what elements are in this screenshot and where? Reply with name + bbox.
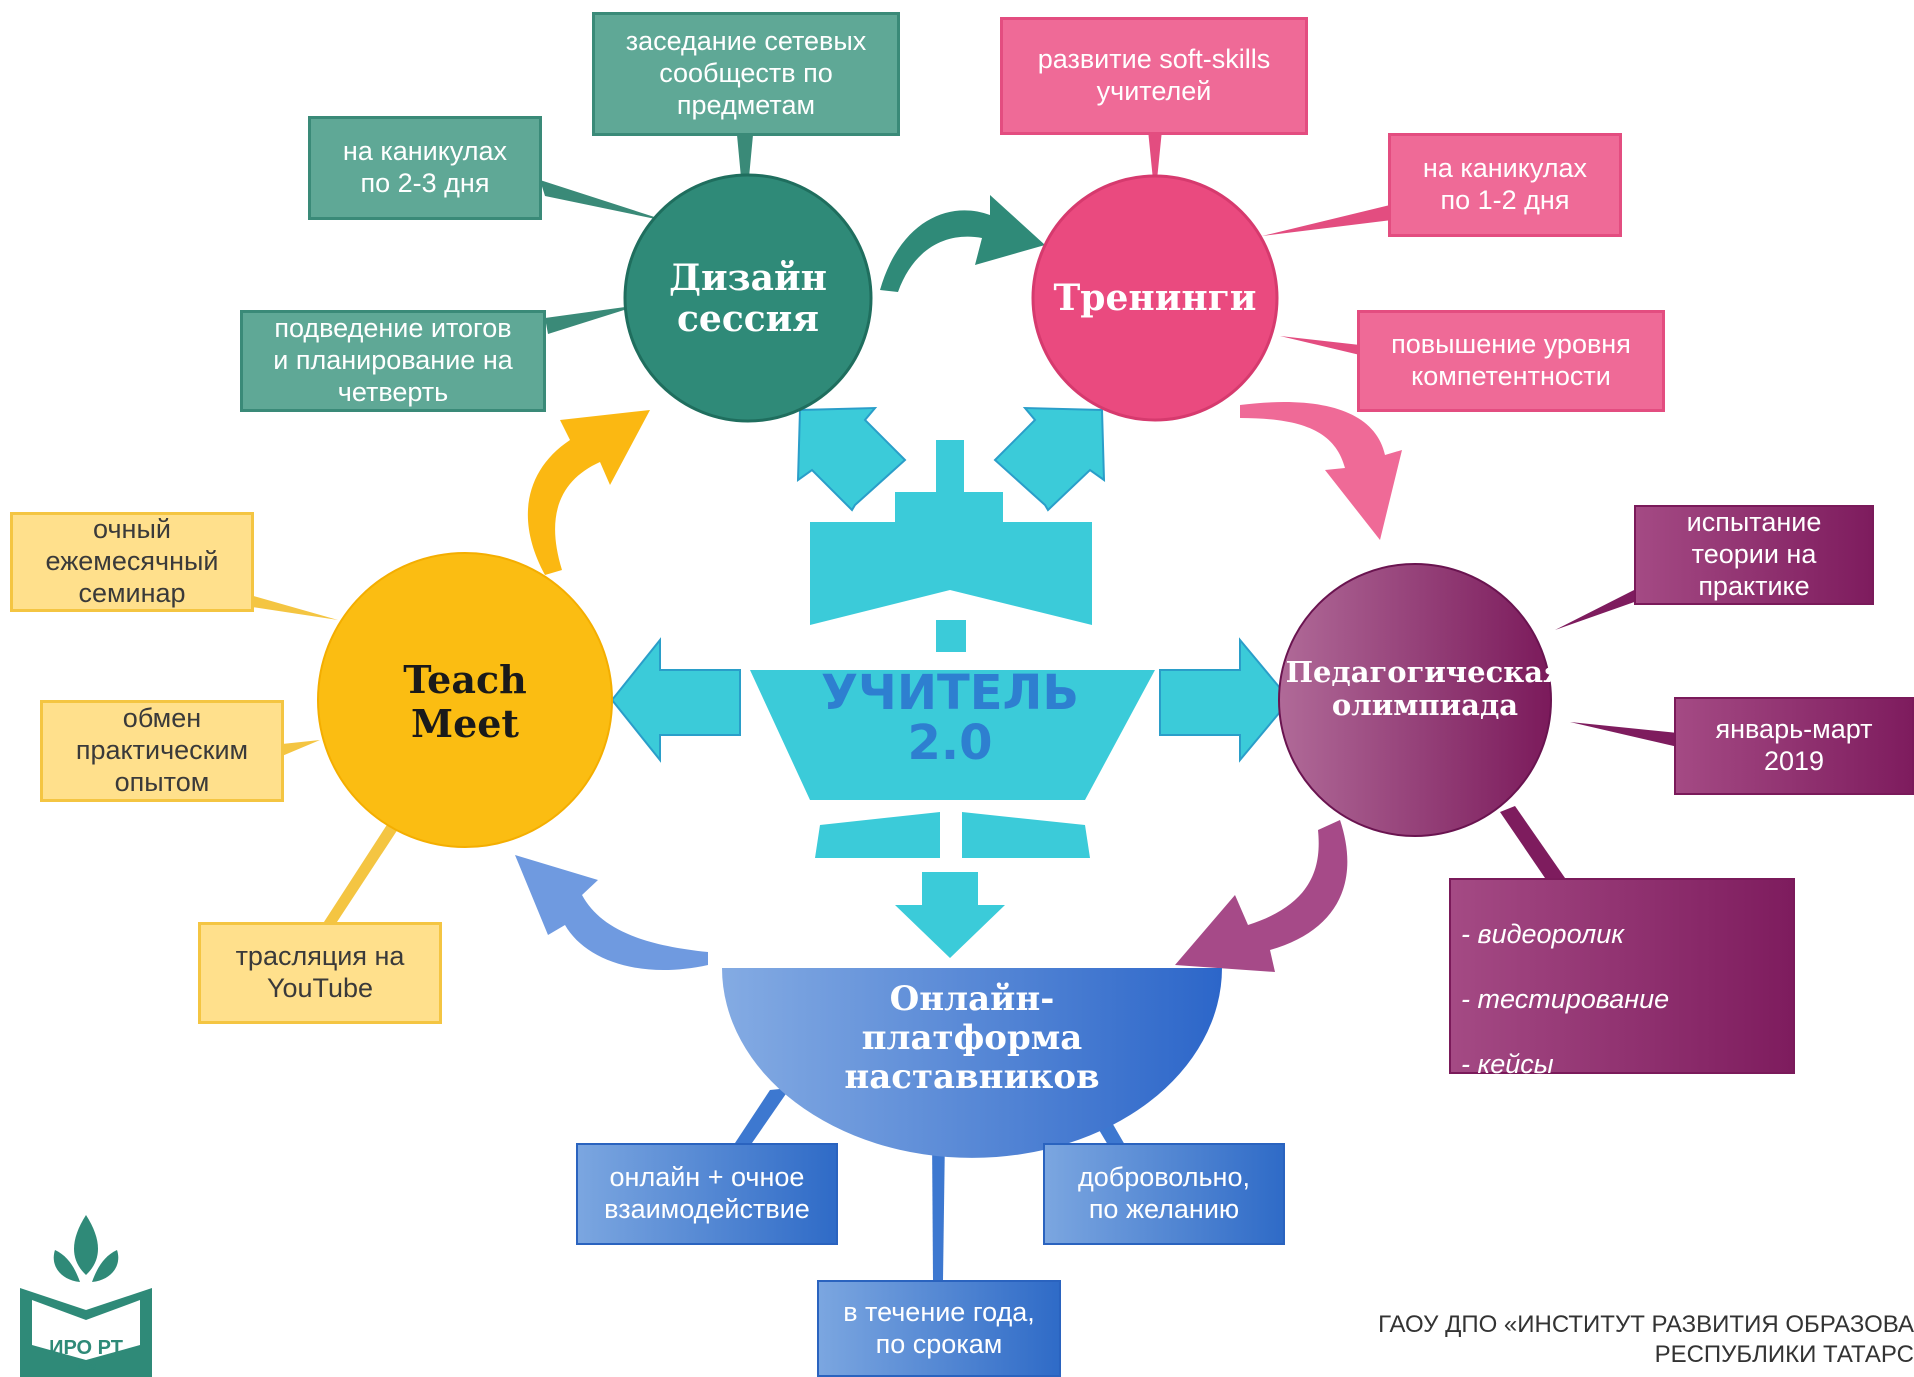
connector-design-holidays <box>540 180 670 222</box>
olympiad-list-item: - урок не по предмету <box>1461 1178 1745 1209</box>
connector-olympiad-test <box>1555 588 1640 630</box>
connector-design-summary <box>545 305 640 334</box>
arrow-design-to-trainings <box>880 195 1045 292</box>
olympiad-list-box: - видеоролик - тестирование - кейсы - де… <box>1449 878 1795 1209</box>
connector-olympiad-list <box>1500 806 1565 878</box>
platform-voluntary-box: добровольно, по желанию <box>1043 1143 1285 1245</box>
center-title: УЧИТЕЛЬ 2.0 <box>821 665 1079 772</box>
node-platform-bowl <box>722 968 1222 1158</box>
logo-year: 1928 <box>75 1362 97 1372</box>
arrow-platform-to-teachmeet <box>515 855 708 971</box>
connector-teachmeet-exchange <box>282 740 320 756</box>
radial-arrow-upleft <box>796 406 907 512</box>
logo-leaf-right-icon <box>92 1250 119 1282</box>
node-design-circle <box>623 173 873 423</box>
radial-arrow-upright <box>993 406 1106 512</box>
olympiad-period-box: январь-март 2019 <box>1674 697 1914 795</box>
connector-trainings-holidays <box>1262 205 1392 236</box>
connector-lines <box>250 130 1678 1280</box>
design-summary-box: подведение итогов и планирование на четв… <box>240 310 546 412</box>
node-olympiad-circle <box>1278 563 1552 837</box>
olympiad-list-item: - тестирование <box>1461 984 1670 1015</box>
platform-schedule-box: в течение года, по срокам <box>817 1280 1061 1377</box>
teachmeet-exchange-box: обмен практическим опытом <box>40 700 284 802</box>
connector-platform-mode <box>735 1088 790 1143</box>
footer-org: ГАОУ ДПО «ИНСТИТУТ РАЗВИТИЯ ОБРАЗОВА РЕС… <box>1378 1311 1914 1368</box>
node-platform-label: Онлайн- платформа наставников <box>844 979 1100 1098</box>
radial-arrow-down <box>895 872 1005 958</box>
ship-cabin <box>895 492 1003 522</box>
ship-hull <box>750 670 1155 800</box>
design-holidays-box: на каникулах по 2-3 дня <box>308 116 542 220</box>
center-ship <box>750 440 1155 858</box>
design-networks-box: заседание сетевых сообществ по предметам <box>592 12 900 136</box>
trainings-competence-box: повышение уровня компетентности <box>1357 310 1665 412</box>
olympiad-list-item: - видеоролик <box>1461 919 1624 950</box>
connector-olympiad-period <box>1570 722 1678 747</box>
platform-mode-box: онлайн + очное взаимодействие <box>576 1143 838 1245</box>
node-teachmeet-circle <box>317 552 613 848</box>
trainings-holidays-box: на каникулах по 1-2 дня <box>1388 133 1622 237</box>
radial-arrows <box>610 406 1292 958</box>
arrow-olympiad-to-platform <box>1175 820 1348 972</box>
olympiad-test-box: испытание теории на практике <box>1634 505 1874 605</box>
teachmeet-youtube-box: трасляция на YouTube <box>198 922 442 1024</box>
olympiad-list-item: - деловая игра <box>1461 1113 1646 1144</box>
node-design-label: Дизайн сессия <box>668 257 828 341</box>
node-trainings-circle <box>1031 174 1279 422</box>
connector-trainings-softskills <box>1148 130 1162 200</box>
olympiad-list-item: - кейсы <box>1461 1048 1554 1079</box>
trainings-softskills-box: развитие soft-skills учителей <box>1000 17 1308 135</box>
ship-superstructure <box>810 522 1092 625</box>
node-trainings-label: Тренинги <box>1053 277 1257 319</box>
teachmeet-seminar-box: очный ежемесячный семинар <box>10 512 254 612</box>
radial-arrow-right <box>1159 637 1292 763</box>
connector-trainings-competence <box>1280 336 1360 355</box>
connector-teachmeet-seminar <box>250 595 338 620</box>
radial-arrow-left <box>610 637 741 763</box>
connector-teachmeet-youtube <box>322 820 400 925</box>
ship-mast <box>936 440 964 492</box>
logo-text: ИРО РТ <box>49 1337 123 1359</box>
ship-keel-left <box>815 812 940 858</box>
arrow-trainings-to-olympiad <box>1240 402 1402 540</box>
ship-mid-post <box>936 620 966 652</box>
logo-leaf-icon <box>74 1215 98 1275</box>
ship-keel-right <box>962 812 1090 858</box>
connector-platform-schedule <box>932 1135 945 1280</box>
logo-book-icon <box>20 1288 152 1377</box>
node-teachmeet-label: Teach Meet <box>403 657 527 746</box>
arrow-teachmeet-to-design <box>527 410 650 575</box>
logo <box>20 1215 152 1377</box>
node-olympiad-label: Педагогическая олимпиада <box>1285 655 1565 723</box>
logo-leaf-left-icon <box>53 1250 80 1282</box>
